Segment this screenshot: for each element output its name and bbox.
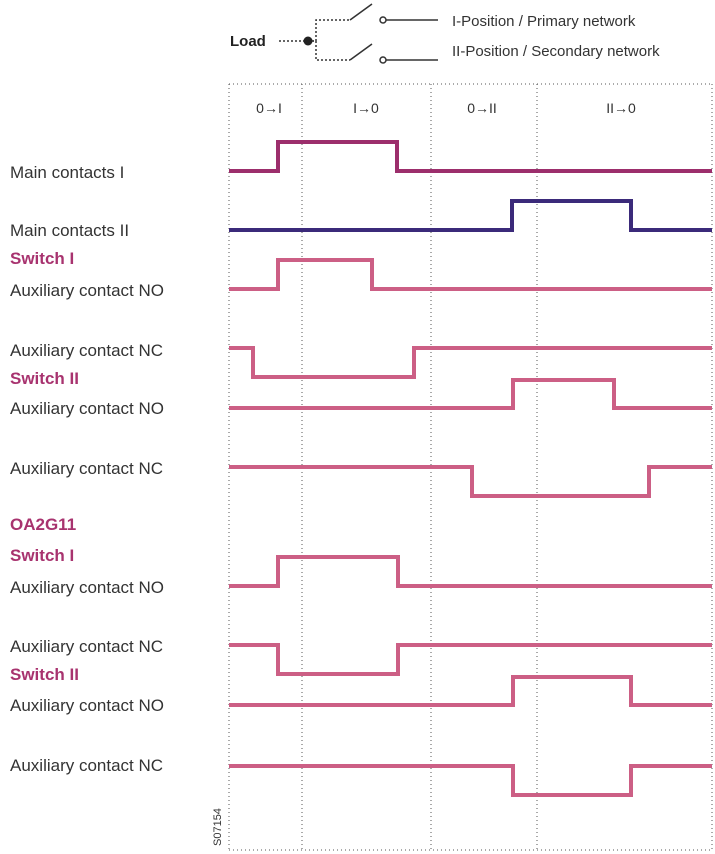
heading-switch-2: Switch II <box>10 369 79 388</box>
phase-header-1: 0→I <box>256 100 282 116</box>
switch-blade-1-icon <box>349 3 373 21</box>
signal-aux-no-switch-2 <box>229 378 712 410</box>
heading-oa2g11-switch-2: Switch II <box>10 665 79 684</box>
position-1-label: I-Position / Primary network <box>452 13 636 30</box>
label-aux-no-switch-1: Auxiliary contact NO <box>10 281 164 300</box>
switch-blade-2-icon <box>349 43 373 61</box>
heading-oa2g11: OA2G11 <box>10 515 76 534</box>
label-oa2g11-aux-nc-switch-1: Auxiliary contact NC <box>10 637 163 656</box>
label-oa2g11-aux-no-switch-1: Auxiliary contact NO <box>10 578 164 597</box>
label-oa2g11-aux-nc-switch-2: Auxiliary contact NC <box>10 756 163 775</box>
position-2-label: II-Position / Secondary network <box>452 43 660 60</box>
label-main-contacts-2: Main contacts II <box>10 221 129 240</box>
heading-switch-1: Switch I <box>10 249 74 268</box>
signal-oa2g11-aux-no-switch-2 <box>229 675 712 707</box>
signal-oa2g11-aux-nc-switch-1 <box>229 643 712 676</box>
signal-aux-nc-switch-1 <box>229 346 712 379</box>
label-main-contacts-1: Main contacts I <box>10 163 124 182</box>
phase-header-3: 0→II <box>467 100 497 116</box>
figure-code: S07154 <box>212 808 224 846</box>
load-node-icon <box>303 36 313 46</box>
phase-grid <box>228 83 713 851</box>
phase-header-2: I→0 <box>353 100 379 116</box>
signal-main-contacts-1 <box>229 140 712 173</box>
row-labels: Main contacts I Main contacts II Switch … <box>10 163 164 775</box>
label-aux-no-switch-2: Auxiliary contact NO <box>10 399 164 418</box>
signal-aux-nc-switch-2 <box>229 465 712 498</box>
phase-header-4: II→0 <box>606 100 636 116</box>
wire-position-1 <box>312 19 350 42</box>
signal-main-contacts-2 <box>229 199 712 232</box>
wire-position-2 <box>312 40 350 61</box>
contact-2-icon <box>379 56 387 64</box>
label-aux-nc-switch-1: Auxiliary contact NC <box>10 341 163 360</box>
label-aux-nc-switch-2: Auxiliary contact NC <box>10 459 163 478</box>
phase-headers: 0→I I→0 0→II II→0 <box>256 100 636 116</box>
label-oa2g11-aux-no-switch-2: Auxiliary contact NO <box>10 696 164 715</box>
signal-oa2g11-aux-no-switch-1 <box>229 555 712 588</box>
switch-schematic: Load I-Position / Primary network II-Pos… <box>230 3 660 64</box>
signal-aux-no-switch-1 <box>229 258 712 291</box>
signal-traces <box>229 140 712 797</box>
load-label: Load <box>230 33 266 50</box>
signal-oa2g11-aux-nc-switch-2 <box>229 764 712 797</box>
heading-oa2g11-switch-1: Switch I <box>10 546 74 565</box>
contact-1-icon <box>379 16 387 24</box>
